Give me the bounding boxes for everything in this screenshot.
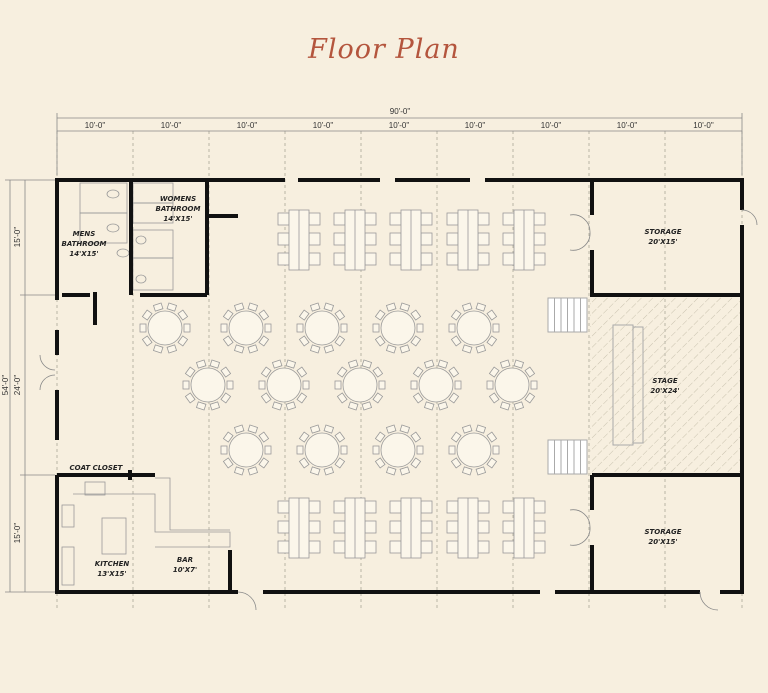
stair-step	[567, 297, 575, 333]
segment-dim-label: 10'-0"	[237, 121, 258, 130]
round-table	[372, 302, 424, 354]
banquet-table-cluster	[333, 209, 377, 271]
bar-size: 10'X7'	[173, 566, 197, 574]
segment-dim-label: 10'-0"	[389, 121, 410, 130]
banquet-table-cluster	[389, 497, 433, 559]
banquet-table-cluster	[446, 497, 490, 559]
round-table	[296, 302, 348, 354]
banquet-table-cluster	[277, 209, 321, 271]
stage-label: STAGE	[652, 377, 677, 385]
round-table	[182, 359, 234, 411]
womens-label: WOMENS	[160, 195, 196, 203]
stair-step	[560, 439, 568, 475]
stage-risers	[612, 324, 644, 446]
round-table	[410, 359, 462, 411]
round-table	[296, 424, 348, 476]
room-labels: MENS BATHROOM 14'X15' WOMENS BATHROOM 14…	[62, 195, 682, 578]
bar-label: BAR	[177, 556, 193, 564]
stage-size: 20'X24'	[650, 387, 679, 395]
segment-dim-label: 10'-0"	[693, 121, 714, 130]
page-title: Floor Plan	[308, 34, 460, 65]
storage-bottom-label: STORAGE	[644, 528, 681, 536]
overall-depth-label: 54'-0"	[1, 375, 10, 396]
round-table	[220, 424, 272, 476]
segment-dim-label: 10'-0"	[161, 121, 182, 130]
stair-step	[554, 297, 562, 333]
stair-step	[547, 297, 555, 333]
storage-top-size: 20'X15'	[648, 238, 677, 246]
stair-step	[554, 439, 562, 475]
womens-label-2: BATHROOM	[156, 205, 201, 213]
left-dim-3: 15'-0"	[13, 523, 22, 544]
stair-step	[580, 297, 588, 333]
left-dimension-lines	[5, 179, 55, 593]
stair-step	[573, 297, 581, 333]
mens-label-2: BATHROOM	[62, 240, 107, 248]
round-table	[486, 359, 538, 411]
banquet-table-cluster	[389, 209, 433, 271]
kitchen-label: KITCHEN	[95, 560, 130, 568]
storage-bottom-size: 20'X15'	[648, 538, 677, 546]
doors	[39, 209, 758, 611]
banquet-table-cluster	[502, 497, 546, 559]
overall-width-label: 90'-0"	[390, 107, 411, 116]
walls	[55, 178, 744, 594]
stair-step	[573, 439, 581, 475]
mens-size: 14'X15'	[69, 250, 98, 258]
left-dim-1: 15'-0"	[13, 227, 22, 248]
stair-step	[580, 439, 588, 475]
mens-label: MENS	[73, 230, 96, 238]
stage-stairs	[547, 297, 588, 475]
top-dimension-lines	[56, 113, 743, 175]
round-table	[220, 302, 272, 354]
segment-dim-label: 10'-0"	[313, 121, 334, 130]
coat-closet-label: COAT CLOSET	[70, 464, 124, 472]
banquet-table-cluster	[277, 497, 321, 559]
segment-dim-label: 10'-0"	[541, 121, 562, 130]
womens-size: 14'X15'	[163, 215, 192, 223]
round-table	[372, 424, 424, 476]
round-table	[139, 302, 191, 354]
round-table	[448, 302, 500, 354]
banquet-table-cluster	[446, 209, 490, 271]
stair-step	[547, 439, 555, 475]
storage-top-label: STORAGE	[644, 228, 681, 236]
segment-dim-label: 10'-0"	[465, 121, 486, 130]
left-dim-2: 24'-0"	[13, 375, 22, 396]
banquet-table-cluster	[333, 497, 377, 559]
kitchen-size: 13'X15'	[97, 570, 126, 578]
stair-step	[567, 439, 575, 475]
round-table	[334, 359, 386, 411]
banquet-table-cluster	[502, 209, 546, 271]
stair-step	[560, 297, 568, 333]
round-table	[448, 424, 500, 476]
segment-dim-label: 10'-0"	[617, 121, 638, 130]
segment-dim-label: 10'-0"	[85, 121, 106, 130]
round-table	[258, 359, 310, 411]
